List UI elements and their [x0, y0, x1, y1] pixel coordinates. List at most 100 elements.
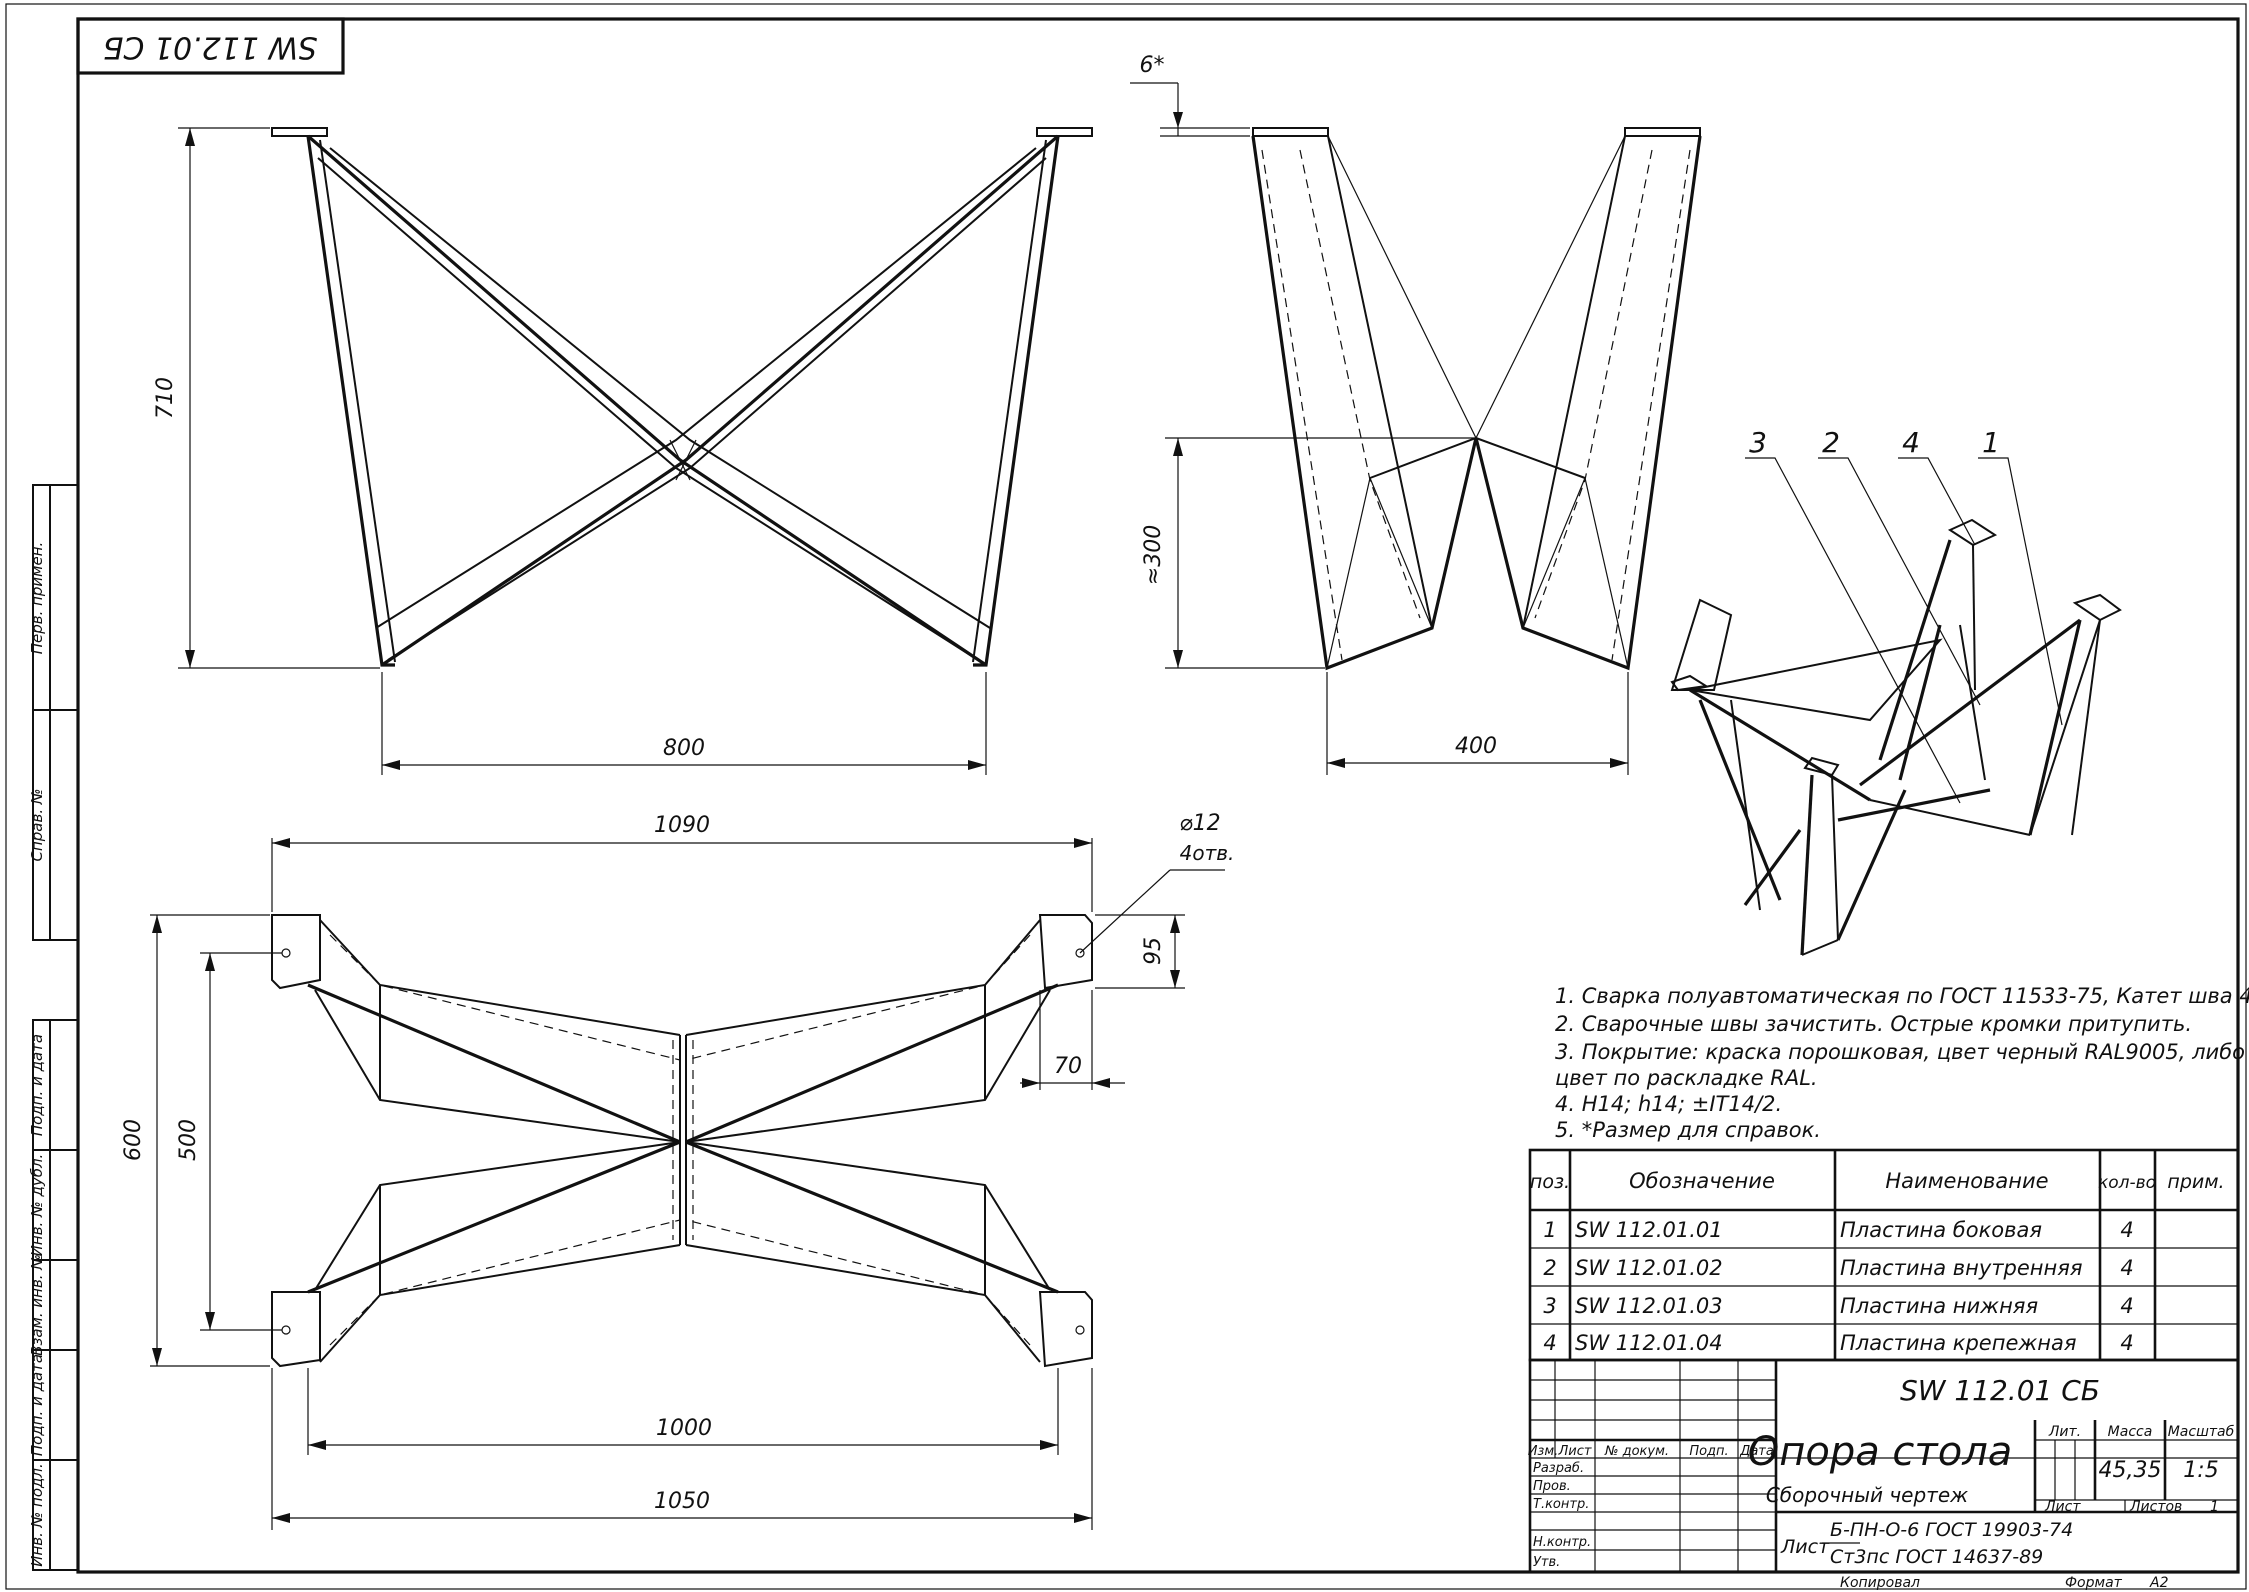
spec-row3-name: Пластина нижняя	[1840, 1294, 2038, 1318]
callout-3: 3	[1749, 426, 1767, 459]
spec-row3-pos: 3	[1543, 1294, 1556, 1318]
tb-col-date: Дата	[1739, 1444, 1774, 1459]
hole-top-left	[281, 948, 291, 958]
spec-row1-name: Пластина боковая	[1840, 1218, 2042, 1242]
dim-95: 95	[1141, 937, 1166, 965]
tb-copied-label: Копировал	[1840, 1575, 1920, 1591]
dim-800: 800	[663, 736, 705, 761]
top-view	[271, 914, 1093, 1368]
tb-drawing-code: SW 112.01 СБ	[1900, 1374, 2100, 1407]
tb-format-value: А2	[2149, 1575, 2169, 1591]
dim-500: 500	[176, 1119, 201, 1161]
note-3: 3. Покрытие: краска порошковая, цвет чер…	[1555, 1040, 2249, 1064]
spec-row1-designation: SW 112.01.01	[1575, 1218, 1723, 1242]
dim-1050: 1050	[654, 1489, 710, 1514]
plate-bottom-right	[1038, 1291, 1093, 1368]
specification-table: поз. Обозначение Наименование кол-во при…	[1528, 1148, 2240, 1362]
spec-row2-pos: 2	[1543, 1256, 1556, 1280]
outer-frame	[5, 3, 2247, 1590]
tb-role-prov: Пров.	[1533, 1479, 1571, 1494]
callout-1: 1	[1982, 426, 2000, 459]
dim-400: 400	[1455, 734, 1497, 759]
tb-mass-header: Масса	[2108, 1424, 2153, 1440]
tb-subtitle: Сборочный чертеж	[1766, 1483, 1968, 1507]
spec-row3-qty: 4	[2120, 1294, 2133, 1318]
tb-sheets-label: Листов	[2129, 1499, 2182, 1515]
margin-label-sprav: Справ. №	[28, 789, 46, 862]
note-1: 1. Сварка полуавтоматическая по ГОСТ 115…	[1555, 984, 2249, 1008]
side-view	[1251, 127, 1702, 671]
spec-row2-qty: 4	[2120, 1256, 2133, 1280]
spec-row3-designation: SW 112.01.03	[1575, 1294, 1723, 1318]
note-2: 2. Сварочные швы зачистить. Острые кромк…	[1555, 1012, 2192, 1036]
tb-title: Опора стола	[1748, 1429, 2013, 1475]
tb-scale-header: Масштаб	[2168, 1424, 2235, 1440]
margin-label-podp2: Подп. и дата	[28, 1354, 46, 1456]
plate-top-left	[271, 914, 321, 990]
left-margin: Перв. примен. Справ. № Подп. и дата Инв.…	[28, 484, 79, 1571]
front-view	[271, 127, 1093, 667]
tb-col-izm: Изм.	[1528, 1444, 1559, 1459]
hole-bottom-right	[1075, 1325, 1085, 1335]
note-5: 5. *Размер для справок.	[1555, 1118, 1821, 1142]
hole-top-right	[1075, 948, 1085, 958]
tb-scale-value: 1:5	[2183, 1458, 2218, 1483]
margin-label-inv-podl: Инв. № подл.	[28, 1463, 46, 1566]
note-3b: цвет по раскладке RAL.	[1555, 1066, 1818, 1090]
dim-710: 710	[153, 377, 178, 419]
front-dimensions: 710 800	[153, 127, 987, 775]
spec-row4-designation: SW 112.01.04	[1575, 1331, 1723, 1355]
plate-bottom-left	[271, 1291, 321, 1368]
technical-notes: 1. Сварка полуавтоматическая по ГОСТ 115…	[1555, 984, 2249, 1142]
dim-hole-diameter: ⌀12	[1179, 811, 1220, 836]
spec-header-designation: Обозначение	[1629, 1169, 1775, 1193]
dim-6-ref: 6*	[1140, 53, 1165, 78]
tb-format-label: Формат	[2065, 1575, 2123, 1591]
spec-row4-name: Пластина крепежная	[1840, 1331, 2077, 1355]
plate-top-right	[1038, 914, 1093, 990]
tb-role-utv: Утв.	[1533, 1555, 1560, 1570]
tb-material-line2: Ст3пс ГОСТ 14637-89	[1830, 1546, 2043, 1568]
dim-1090: 1090	[654, 813, 710, 838]
side-dimensions: 6* ≈300 400	[1130, 53, 1629, 775]
spec-row4-pos: 4	[1543, 1331, 1556, 1355]
front-top-plate-left	[271, 127, 328, 137]
dim-300: ≈300	[1141, 525, 1166, 585]
spec-row2-designation: SW 112.01.02	[1575, 1256, 1723, 1280]
tb-lit-header: Лит.	[2048, 1424, 2081, 1440]
spec-header-note: прим.	[2167, 1171, 2224, 1193]
tb-sheets-count: 1	[2210, 1499, 2219, 1515]
dim-600: 600	[121, 1119, 146, 1161]
spec-row2-name: Пластина внутренняя	[1840, 1256, 2083, 1280]
dim-70: 70	[1054, 1054, 1082, 1079]
tb-material-prefix: Лист	[1780, 1536, 1830, 1558]
spec-row4-qty: 4	[2120, 1331, 2133, 1355]
dim-hole-count: 4отв.	[1180, 841, 1235, 865]
spec-header-qty: кол-во	[2098, 1173, 2156, 1193]
hole-bottom-left	[281, 1325, 291, 1335]
margin-label-inv-dubl: Инв. № дубл.	[28, 1154, 46, 1257]
tb-material-line1: Б-ПН-О-6 ГОСТ 19903-74	[1830, 1519, 2073, 1541]
callout-4: 4	[1902, 426, 1920, 459]
tb-mass-value: 45,35	[2099, 1458, 2162, 1483]
tb-col-sign: Подп.	[1689, 1444, 1728, 1459]
stamp-code-text: SW 112.01 СБ	[103, 30, 317, 65]
title-block: Изм. Лист № докум. Подп. Дата Разраб. Пр…	[1528, 1358, 2240, 1591]
dim-1000: 1000	[656, 1416, 712, 1441]
margin-label-perv: Перв. примен.	[28, 542, 46, 655]
spec-row1-pos: 1	[1543, 1218, 1556, 1242]
spec-row1-qty: 4	[2120, 1218, 2133, 1242]
isometric-view: 3 2 4 1	[1670, 426, 2122, 956]
margin-label-podp1: Подп. и дата	[28, 1034, 46, 1136]
stamp-code-box: SW 112.01 СБ	[76, 17, 345, 75]
note-4: 4. H14; h14; ±IT14/2.	[1555, 1092, 1782, 1116]
callout-2: 2	[1822, 426, 1840, 459]
tb-role-tkontr: Т.контр.	[1533, 1497, 1589, 1512]
top-dimensions: 1090 ⌀12 4отв. 95 70 600 500 10	[121, 811, 1234, 1530]
tb-sheet-label: Лист	[2044, 1499, 2081, 1515]
spec-header-name: Наименование	[1885, 1169, 2048, 1193]
tb-col-doc: № докум.	[1604, 1444, 1669, 1459]
tb-role-razrab: Разраб.	[1533, 1461, 1584, 1476]
front-top-plate-right	[1036, 127, 1093, 137]
